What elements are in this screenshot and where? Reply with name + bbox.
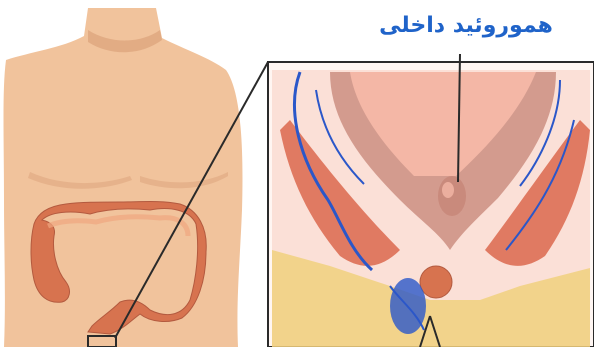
internal-hemorrhoid-label: هموروئید داخلی	[346, 6, 586, 46]
cross-section-tissue	[272, 70, 590, 347]
